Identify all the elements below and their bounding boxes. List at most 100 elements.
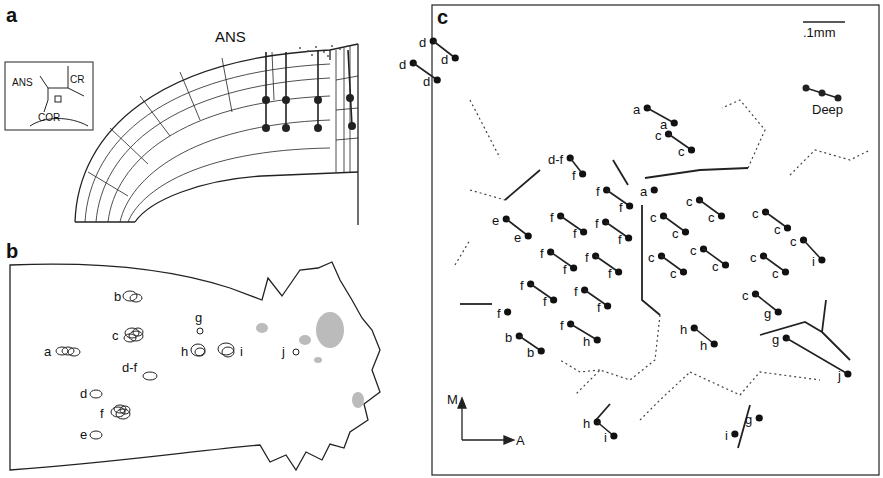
site-label: d-f	[122, 361, 137, 374]
site-label: e	[514, 231, 521, 244]
site-label: b	[527, 346, 534, 359]
solid-boundaries	[460, 160, 850, 448]
site-label: c	[708, 211, 715, 224]
electrode-link	[606, 222, 629, 238]
axis-arrows	[458, 398, 514, 444]
site-label: c	[752, 207, 759, 220]
brain-slice-outline	[10, 262, 380, 470]
electrode-link	[585, 290, 608, 306]
site-label: c	[742, 289, 749, 302]
site-label: f	[100, 407, 104, 420]
site-label: A	[516, 434, 525, 447]
site-label: d	[80, 387, 87, 400]
site-label: COR	[38, 113, 60, 123]
site-label: f	[619, 201, 623, 214]
deep-site	[803, 85, 842, 102]
electrode-link	[607, 190, 630, 206]
site-label: c	[648, 251, 655, 264]
site-label: a	[633, 103, 640, 116]
site-label: c	[690, 244, 697, 257]
site-label: c	[686, 195, 693, 208]
electrode-dot	[610, 432, 617, 439]
electrode-dot	[756, 414, 763, 421]
electrode-dot	[782, 268, 789, 275]
site-label: f	[597, 301, 601, 314]
electrode-dot	[615, 268, 622, 275]
site-label: g	[745, 413, 752, 426]
site-label: h	[583, 335, 590, 348]
site-label: c	[655, 129, 662, 142]
site-label: d	[441, 53, 448, 66]
inset-map	[5, 62, 93, 130]
site-label: c	[774, 223, 781, 236]
site-label: d	[399, 58, 406, 71]
electrode-dot	[538, 347, 545, 354]
site-label: d	[419, 36, 426, 49]
site-label: f	[543, 295, 547, 308]
site-label: f	[563, 263, 567, 276]
site-label: f	[560, 319, 564, 332]
electrode-dot	[570, 264, 577, 271]
site-label: c	[670, 267, 677, 280]
electrode-dot	[626, 202, 633, 209]
site-label: c	[672, 227, 679, 240]
site-label: b	[114, 290, 121, 303]
site-label: j	[282, 345, 285, 358]
electrode-link	[551, 252, 574, 268]
panel-letter: b	[6, 241, 18, 261]
site-label: f	[497, 307, 501, 320]
site-label: CR	[70, 75, 84, 85]
electrode-dot	[688, 146, 695, 153]
site-label: c	[790, 235, 797, 248]
site-label: i	[812, 255, 815, 268]
electrode-dot	[594, 336, 601, 343]
electrode-dot	[718, 212, 725, 219]
site-label: c	[650, 211, 657, 224]
site-label: h	[680, 323, 687, 336]
site-label: f	[550, 211, 554, 224]
site-label: i	[725, 429, 728, 442]
panel-letter: c	[437, 7, 448, 27]
site-label: d	[423, 75, 430, 88]
site-label: g	[195, 311, 202, 324]
site-label: e	[80, 428, 87, 441]
site-label: h	[700, 339, 707, 352]
site-label: c	[712, 260, 719, 273]
site-label: f	[618, 233, 622, 246]
electrode-dot	[671, 119, 678, 126]
site-label: i	[240, 345, 243, 358]
site-label: i	[604, 431, 607, 444]
scale-bar	[803, 21, 845, 23]
electrode-dot	[604, 302, 611, 309]
electrode-dot	[731, 430, 738, 437]
electrode-dot	[580, 228, 587, 235]
site-label: g	[772, 333, 779, 346]
site-label: c	[772, 267, 779, 280]
electrode-dot	[550, 296, 557, 303]
site-label: a	[640, 185, 647, 198]
electrode-dot	[625, 234, 632, 241]
site-label: h	[583, 417, 590, 430]
site-label: a	[44, 345, 51, 358]
dotted-boundaries	[455, 100, 870, 420]
site-label: f	[573, 227, 577, 240]
site-label: e	[492, 214, 499, 227]
site-label: f	[608, 267, 612, 280]
site-label: f	[572, 169, 576, 182]
site-label: Deep	[812, 103, 843, 116]
site-label: b	[505, 331, 512, 344]
site-label: f	[574, 285, 578, 298]
electrode-dot	[452, 54, 459, 61]
surface-dots	[299, 45, 349, 57]
site-label: f	[540, 247, 544, 260]
electrode-dot	[525, 232, 532, 239]
site-label: ANS	[215, 29, 246, 44]
site-label: c	[112, 329, 119, 342]
site-label: M	[447, 393, 458, 406]
electrode-dot	[579, 170, 586, 177]
electrode-dot	[722, 261, 729, 268]
site-label: f	[596, 185, 600, 198]
